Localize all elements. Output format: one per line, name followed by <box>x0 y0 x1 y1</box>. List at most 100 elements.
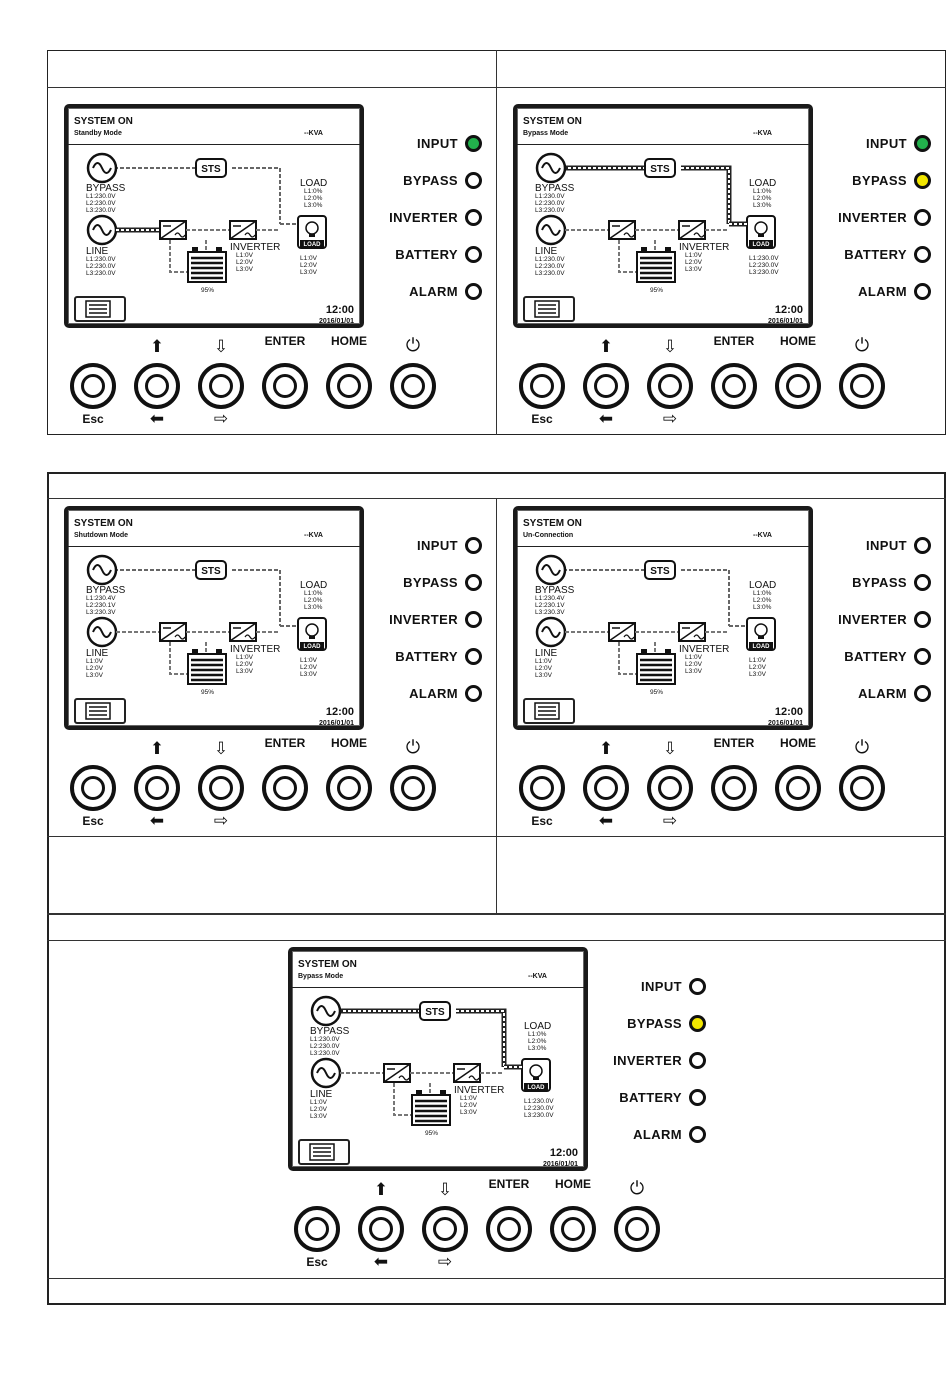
home-button[interactable] <box>775 765 821 811</box>
svg-text:L1:0%: L1:0% <box>753 590 772 597</box>
svg-text:L1:230.0V: L1:230.0V <box>749 255 779 262</box>
inverter-icon <box>229 622 257 642</box>
down-button[interactable] <box>647 765 693 811</box>
down-button[interactable] <box>198 363 244 409</box>
lcd-title: SYSTEM ON <box>74 116 133 127</box>
svg-text:L1:0V: L1:0V <box>236 654 254 661</box>
arrow-down-outline-icon: ⇩ <box>662 337 678 356</box>
esc-button[interactable] <box>70 363 116 409</box>
load-icon: LOAD <box>746 215 776 249</box>
indicator-inverter: INVERTER <box>378 207 486 229</box>
power-button[interactable] <box>614 1206 660 1252</box>
home-button[interactable] <box>326 765 372 811</box>
svg-text:95%: 95% <box>650 689 663 696</box>
indicator-input: INPUT <box>827 133 935 155</box>
indicator-alarm: ALARM <box>602 1124 710 1146</box>
lcd-title: SYSTEM ON <box>298 959 357 970</box>
inverter-icon <box>678 622 706 642</box>
home-button[interactable] <box>775 363 821 409</box>
line-source-icon <box>86 214 118 246</box>
enter-button[interactable] <box>486 1206 532 1252</box>
menu-icon[interactable] <box>74 698 126 724</box>
svg-text:L1:0V: L1:0V <box>300 657 318 664</box>
svg-text:L3:0V: L3:0V <box>310 1113 328 1120</box>
enter-button-label: ENTER <box>264 736 306 750</box>
load-icon: LOAD <box>521 1058 551 1092</box>
battery-icon <box>636 649 676 685</box>
svg-text:L2:230.0V: L2:230.0V <box>310 1043 340 1050</box>
indicator-label: INPUT <box>641 979 682 994</box>
sts-switch: STS <box>644 560 676 580</box>
indicator-label: ALARM <box>858 686 907 701</box>
esc-button[interactable] <box>294 1206 340 1252</box>
svg-text:L2:0V: L2:0V <box>236 259 254 266</box>
inverter-led-icon <box>914 611 931 628</box>
enter-button[interactable] <box>262 363 308 409</box>
svg-text:L2:0%: L2:0% <box>304 195 323 202</box>
svg-text:95%: 95% <box>201 689 214 696</box>
svg-text:L1:0%: L1:0% <box>304 590 323 597</box>
esc-button[interactable] <box>519 363 565 409</box>
up-button[interactable] <box>583 363 629 409</box>
esc-button[interactable] <box>70 765 116 811</box>
menu-icon[interactable] <box>298 1139 350 1165</box>
indicator-label: INPUT <box>417 136 458 151</box>
enter-button[interactable] <box>262 765 308 811</box>
lcd-date: 2016/01/01 <box>318 318 354 325</box>
down-button[interactable] <box>198 765 244 811</box>
svg-text:L1:0V: L1:0V <box>460 1095 478 1102</box>
arrow-left-filled-icon: ⬅ <box>149 811 165 830</box>
lower-table-section-rule <box>47 913 946 915</box>
esc-button[interactable] <box>519 765 565 811</box>
up-button[interactable] <box>358 1206 404 1252</box>
ups-panel-4: SYSTEM ON Un-Connection --KVA STS BYPASS… <box>497 490 937 836</box>
power-flow-diagram: STS BYPASS L1:230.4V L2:230.1V L3:230.3V <box>535 554 776 696</box>
esc-button-label: Esc <box>82 814 104 828</box>
svg-text:L1:230.4V: L1:230.4V <box>535 595 565 602</box>
power-button[interactable] <box>839 765 885 811</box>
svg-text:LOAD: LOAD <box>304 644 322 650</box>
svg-text:L2:230.0V: L2:230.0V <box>86 263 116 270</box>
power-icon: ⏻ <box>854 737 870 757</box>
lcd-screen: SYSTEM ON Un-Connection --KVA STS BYPASS… <box>513 506 813 730</box>
power-flow-diagram: STS BYPASS L1:230.4V L2:230.1V L3:230.3V <box>86 554 327 696</box>
power-button[interactable] <box>839 363 885 409</box>
svg-text:L2:0V: L2:0V <box>236 661 254 668</box>
bypass-source-icon <box>535 152 567 184</box>
lcd-time: 12:00 <box>325 706 354 718</box>
ups-panel-3: SYSTEM ON Shutdown Mode --KVA STS BYPASS… <box>48 490 488 836</box>
svg-text:L2:230.1V: L2:230.1V <box>86 602 116 609</box>
up-button[interactable] <box>134 363 180 409</box>
home-button[interactable] <box>550 1206 596 1252</box>
arrow-down-outline-icon: ⇩ <box>662 739 678 758</box>
indicator-alarm: ALARM <box>378 683 486 705</box>
svg-text:L2:0V: L2:0V <box>300 664 318 671</box>
svg-text:L1:0V: L1:0V <box>685 252 703 259</box>
menu-icon[interactable] <box>523 296 575 322</box>
home-button-label: HOME <box>555 1177 591 1191</box>
menu-icon[interactable] <box>523 698 575 724</box>
svg-text:LINE: LINE <box>535 648 558 659</box>
arrow-right-outline-icon: ⇨ <box>213 409 229 428</box>
menu-icon[interactable] <box>74 296 126 322</box>
ups-panel-5: SYSTEM ON Bypass Mode --KVA STS BYPASS L… <box>272 931 712 1277</box>
up-button[interactable] <box>134 765 180 811</box>
enter-button[interactable] <box>711 765 757 811</box>
indicator-label: BYPASS <box>627 1016 682 1031</box>
bypass-source-icon <box>86 152 118 184</box>
battery-led-icon <box>914 246 931 263</box>
indicator-label: INVERTER <box>613 1053 682 1068</box>
lcd-time: 12:00 <box>549 1147 578 1159</box>
power-button[interactable] <box>390 765 436 811</box>
down-button[interactable] <box>647 363 693 409</box>
bypass-led-icon <box>914 172 931 189</box>
svg-text:L1:230.0V: L1:230.0V <box>535 193 565 200</box>
power-button[interactable] <box>390 363 436 409</box>
up-button[interactable] <box>583 765 629 811</box>
home-button[interactable] <box>326 363 372 409</box>
down-button[interactable] <box>422 1206 468 1252</box>
arrow-up-filled-icon: ⬆ <box>373 1180 389 1199</box>
svg-text:L3:0V: L3:0V <box>300 269 318 276</box>
enter-button[interactable] <box>711 363 757 409</box>
svg-text:INVERTER: INVERTER <box>679 644 729 655</box>
